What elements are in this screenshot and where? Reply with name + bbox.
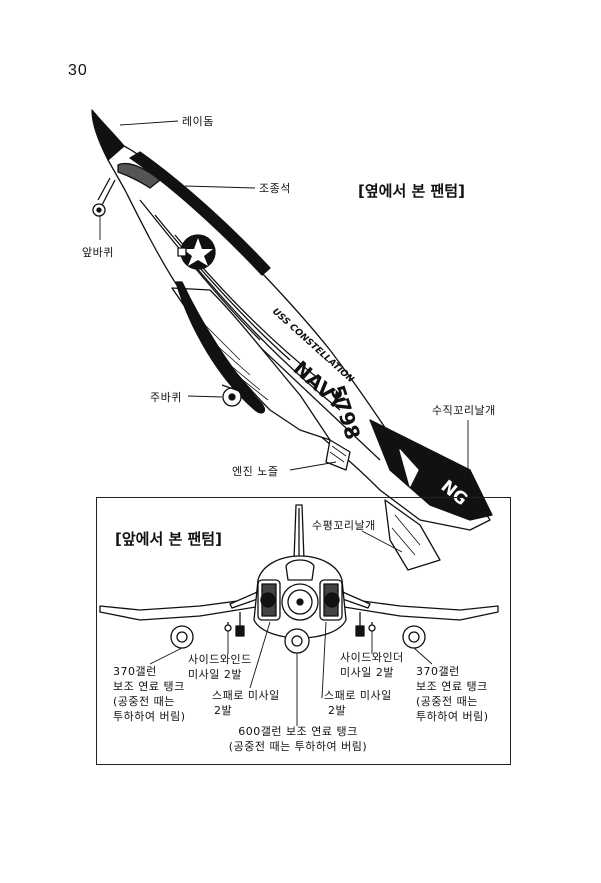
left-tank-label: 370갤런 보조 연료 탱크 (공중전 때는 투하하여 버림): [113, 664, 186, 724]
right-tank-label: 370갤런 보조 연료 탱크 (공중전 때는 투하하여 버림): [416, 664, 489, 724]
front-view-title: [앞에서 본 팬텀]: [115, 528, 222, 549]
right-sparrow-label: 스패로 미사일 2발: [324, 688, 392, 718]
right-sidewinder-label: 사이드와인더 미사일 2발: [340, 650, 404, 680]
left-sparrow-label: 스패로 미사일 2발: [212, 688, 280, 718]
left-sidewinder-label: 사이드와인드 미사일 2발: [188, 652, 252, 682]
center-tank-label: 600갤런 보조 연료 탱크 (공중전 때는 투하하여 버림): [208, 724, 388, 754]
